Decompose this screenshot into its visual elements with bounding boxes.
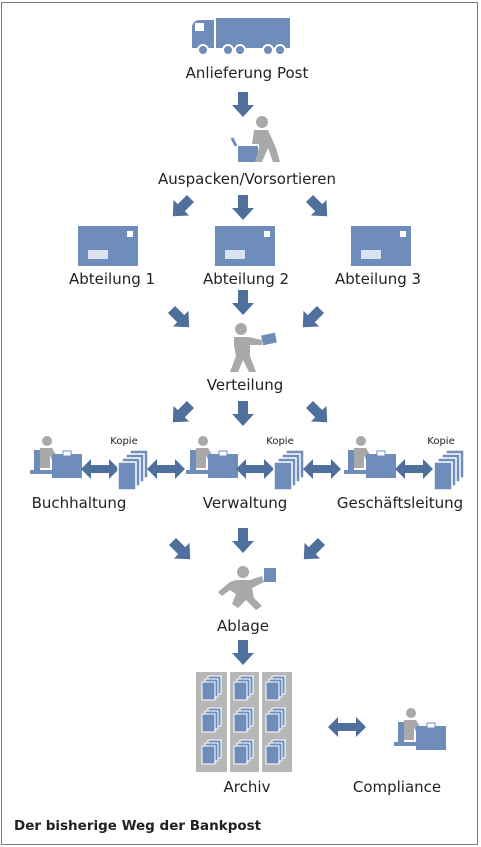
double-arrow-icon [395,459,433,479]
copy-stack-icon [433,449,465,491]
accounting-desk-icon [29,435,83,479]
unpacking-person-icon [230,116,280,162]
administration-label: Verwaltung [202,494,288,512]
arrow-downright-icon [301,396,335,430]
envelope-icon [78,226,138,266]
arrow-down-icon [232,528,254,553]
double-arrow-icon [303,459,341,479]
arrow-down-icon [232,640,254,665]
arrow-downright-icon [164,533,198,567]
distribution-label: Verteilung [206,376,284,394]
administration-desk-icon [185,435,239,479]
arrow-downleft-icon [165,190,199,224]
dept3-label: Abteilung 3 [334,270,422,288]
compliance-desk-icon [393,707,447,751]
copy-label: Kopie [110,436,138,447]
arrow-downright-icon [301,190,335,224]
envelope-icon [215,226,275,266]
archive-shelf-icon [196,672,292,772]
management-label: Geschäftsleitung [336,494,464,512]
distributing-person-icon [230,323,277,372]
copy-stack-icon [117,449,149,491]
management-desk-icon [343,435,397,479]
dept1-label: Abteilung 1 [68,270,156,288]
arrow-down-icon [232,92,254,117]
arrow-down-icon [232,195,254,220]
arrow-down-icon [232,401,254,426]
filing-person-icon [218,566,276,610]
arrow-down-icon [232,290,254,315]
arrow-downleft-icon [165,396,199,430]
double-arrow-icon [236,459,274,479]
arrow-downleft-icon [295,301,329,335]
copy-label: Kopie [266,436,294,447]
copy-label: Kopie [427,436,455,447]
copy-stack-icon [273,449,305,491]
delivery-label: Anlieferung Post [185,64,309,82]
filing-label: Ablage [217,617,269,635]
double-arrow-icon [147,459,185,479]
compliance-label: Compliance [352,778,442,796]
arrow-downleft-icon [296,533,330,567]
archive-label: Archiv [223,778,271,796]
diagram-caption: Der bisherige Weg der Bankpost [14,818,262,834]
accounting-label: Buchhaltung [31,494,127,512]
unpack-label: Auspacken/Vorsortieren [158,170,336,188]
envelope-icon [351,226,411,266]
double-arrow-icon [328,717,366,737]
double-arrow-icon [81,459,119,479]
dept2-label: Abteilung 2 [202,270,290,288]
arrow-downright-icon [163,301,197,335]
truck-icon [192,18,290,56]
